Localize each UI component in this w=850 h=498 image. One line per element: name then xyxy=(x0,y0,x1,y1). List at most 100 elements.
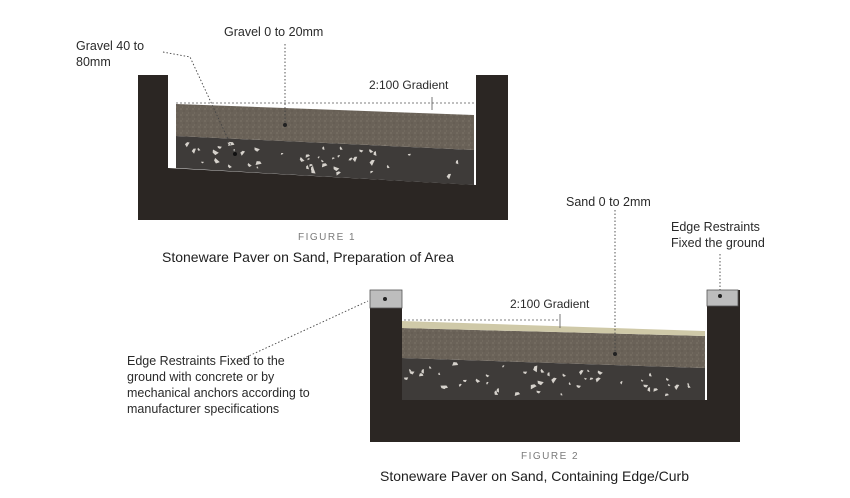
gravel-chip xyxy=(309,164,313,167)
gravel-chip xyxy=(184,142,190,148)
gravel-chip xyxy=(578,370,584,376)
gravel-chip xyxy=(687,382,690,386)
gravel-chip xyxy=(407,153,411,156)
gravel-chip xyxy=(576,384,581,389)
gravel-chip xyxy=(674,384,680,391)
gravel-chip xyxy=(409,371,415,375)
figure2-sand-label: Sand 0 to 2mm xyxy=(566,195,651,209)
figure1-fine-gravel-layer xyxy=(176,104,474,150)
figure2-cross-section xyxy=(239,210,740,442)
figure1-coarse-gravel-pointer xyxy=(233,152,237,156)
gravel-chip xyxy=(370,170,374,174)
gravel-chip xyxy=(641,379,644,382)
gravel-chip xyxy=(336,171,341,176)
figure1-tag: FIGURE 1 xyxy=(298,232,357,243)
gravel-chip xyxy=(201,161,204,164)
gravel-chip xyxy=(540,368,545,373)
figure1-coarse-gravel-layer xyxy=(176,136,474,185)
figure1-coarse-gravel-label: Gravel 40 to 80mm xyxy=(76,39,145,69)
gravel-chip xyxy=(348,158,352,161)
gravel-chip xyxy=(452,361,459,366)
figure2-edge-left-pointer xyxy=(383,297,387,301)
gravel-chip xyxy=(568,382,571,385)
figure1-caption: Stoneware Paver on Sand, Preparation of … xyxy=(162,249,454,265)
gravel-chip xyxy=(306,165,310,170)
gravel-chip xyxy=(523,371,528,375)
gravel-chip xyxy=(256,166,259,169)
gravel-chip xyxy=(197,147,201,151)
gravel-chip xyxy=(317,156,320,159)
gravel-chip xyxy=(584,377,588,380)
gravel-chip xyxy=(321,159,324,163)
gravel-chip xyxy=(421,369,424,374)
figure1-gradient-label: 2:100 Gradient xyxy=(369,78,449,92)
gravel-chip xyxy=(311,167,316,174)
gravel-chip xyxy=(233,149,235,152)
gravel-chip xyxy=(307,158,310,161)
gravel-chip xyxy=(536,390,541,394)
gravel-chip xyxy=(597,370,603,375)
gravel-chip xyxy=(587,369,590,373)
gravel-chip xyxy=(214,157,220,164)
gravel-chip xyxy=(299,157,305,162)
gravel-chip xyxy=(458,383,462,387)
gravel-chip xyxy=(462,379,467,383)
gravel-chip xyxy=(305,154,311,158)
figure2-gravel-chips xyxy=(403,361,691,397)
gravel-chip xyxy=(475,378,481,383)
figure1-gravel-top-pointer xyxy=(283,123,287,127)
figure2-edge-right-label: Edge Restraints Fixed the ground xyxy=(671,220,765,250)
gravel-chip xyxy=(533,365,538,373)
gravel-chip xyxy=(664,393,669,397)
gravel-chip xyxy=(502,365,505,368)
gravel-chip xyxy=(322,146,325,150)
gravel-chip xyxy=(321,163,328,168)
figure2-edge-right-pointer xyxy=(718,294,722,298)
gravel-chip xyxy=(337,155,341,158)
figure2-edge-left-label: Edge Restraints Fixed to the ground with… xyxy=(127,354,310,416)
figure1-gravel-top-label: Gravel 0 to 20mm xyxy=(224,25,324,39)
figure2-fine-gravel-layer xyxy=(402,328,705,368)
gravel-chip xyxy=(227,164,232,169)
gravel-chip xyxy=(455,159,459,165)
gravel-chip xyxy=(240,150,246,156)
gravel-chip xyxy=(369,148,374,153)
gravel-chip xyxy=(419,373,424,376)
figure2-gradient-label: 2:100 Gradient xyxy=(510,297,590,311)
figure1-gravel-chips xyxy=(184,141,459,180)
gravel-chip xyxy=(443,385,448,389)
gravel-chip xyxy=(247,163,252,167)
gravel-chip xyxy=(486,381,489,385)
gravel-chip xyxy=(514,392,521,397)
gravel-chip xyxy=(665,377,670,381)
gravel-chip xyxy=(667,384,671,387)
gravel-chip xyxy=(446,173,452,180)
gravel-chip xyxy=(227,142,231,145)
gravel-chip xyxy=(255,161,262,165)
gravel-chip xyxy=(562,373,567,377)
gravel-chip xyxy=(212,149,219,156)
gravel-chip xyxy=(254,147,260,152)
gravel-chip xyxy=(333,166,340,172)
figure2-edge-restraint-right xyxy=(706,289,739,307)
figure1-cross-section xyxy=(138,44,508,220)
gravel-chip xyxy=(687,384,691,388)
figure2-sand-pointer xyxy=(613,352,617,356)
gravel-chip xyxy=(339,146,343,150)
figure2-edge-left-leader xyxy=(239,300,369,361)
gravel-chip xyxy=(494,390,499,395)
gravel-chip xyxy=(485,374,490,378)
gravel-chip xyxy=(560,392,563,396)
gravel-chip xyxy=(537,380,544,386)
gravel-chip xyxy=(647,387,651,392)
gravel-chip xyxy=(352,156,358,163)
gravel-chip xyxy=(191,148,196,154)
gravel-chip xyxy=(438,372,441,376)
gravel-chip xyxy=(409,368,412,372)
gravel-chip xyxy=(359,149,364,153)
figure2-tag: FIGURE 2 xyxy=(521,451,580,462)
gravel-chip xyxy=(649,372,652,377)
figure2-caption: Stoneware Paver on Sand, Containing Edge… xyxy=(380,468,689,484)
gravel-chip xyxy=(551,377,557,384)
